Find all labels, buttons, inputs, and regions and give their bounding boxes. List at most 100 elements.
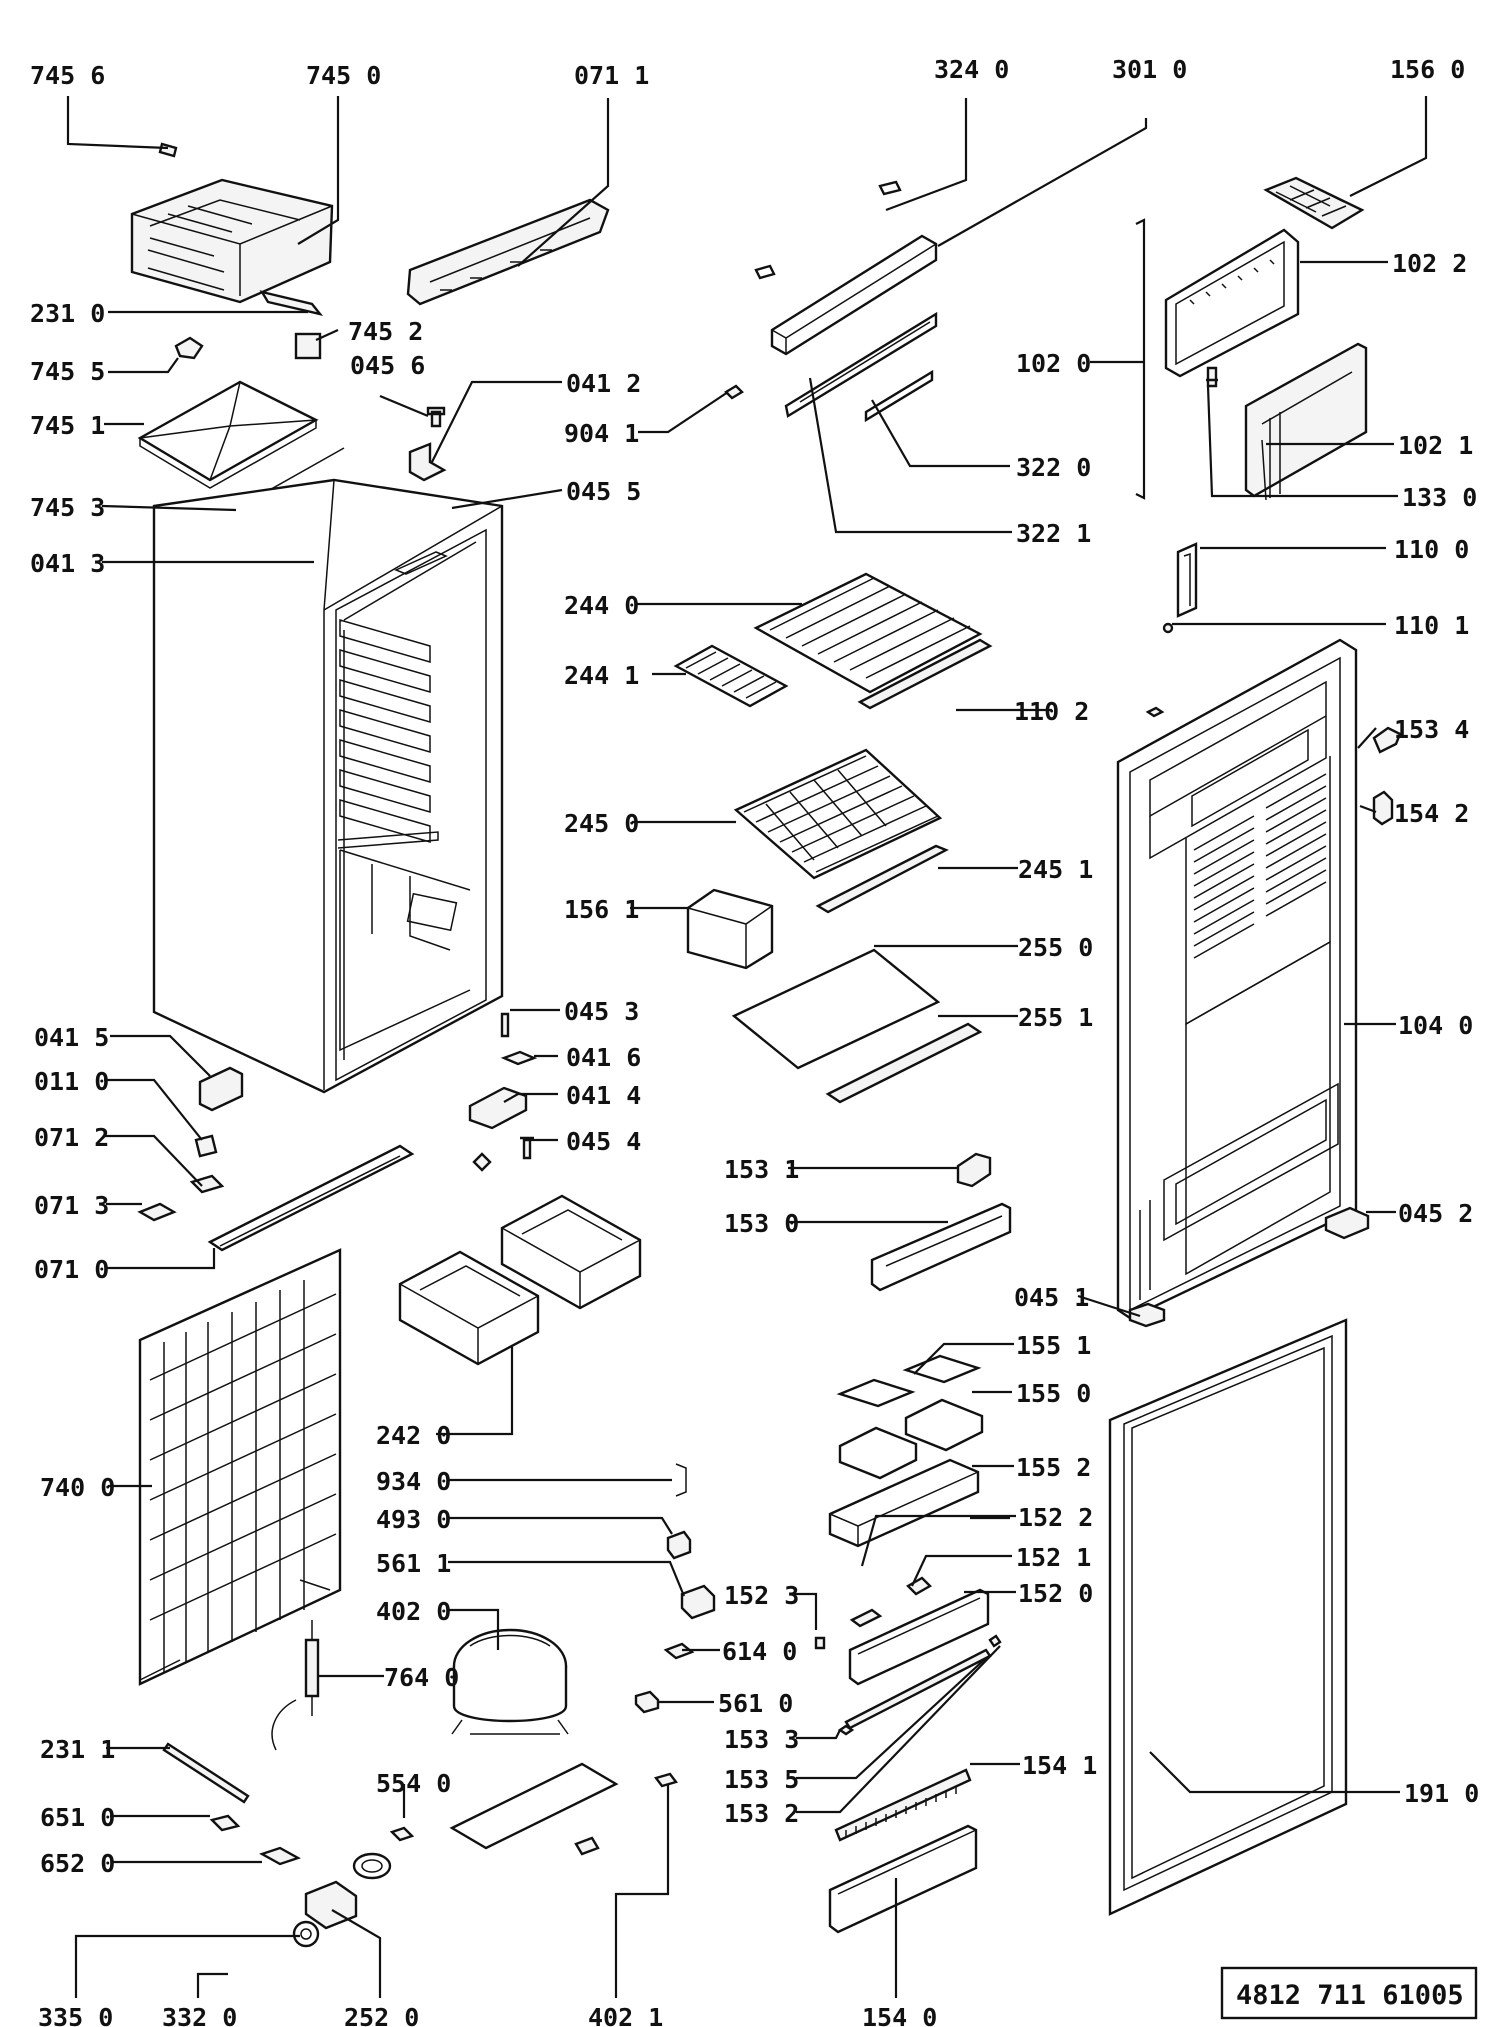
label-4020: 402 0	[376, 1597, 451, 1626]
label-1535: 153 5	[724, 1765, 799, 1794]
part-1522	[849, 1608, 883, 1628]
label-2311: 231 1	[40, 1735, 115, 1764]
hinge-0452	[1324, 1206, 1370, 1240]
label-0416: 041 6	[566, 1043, 641, 1072]
label-1551: 155 1	[1016, 1331, 1091, 1360]
label-0454: 045 4	[566, 1127, 641, 1156]
screw-1523	[814, 1636, 826, 1650]
label-3350: 335 0	[38, 2003, 113, 2027]
grille-strip-1541	[834, 1768, 972, 1842]
freezer-flap-1021	[1244, 342, 1368, 501]
label-7456: 745 6	[30, 61, 105, 90]
label-1040: 104 0	[1398, 1011, 1473, 1040]
hinge-0412	[408, 442, 447, 482]
label-1530: 153 0	[724, 1209, 799, 1238]
spring-5540	[352, 1826, 415, 1880]
label-3240: 324 0	[934, 55, 1009, 84]
label-2441: 244 1	[564, 661, 639, 690]
label-2550: 255 0	[1018, 933, 1093, 962]
label-6520: 652 0	[40, 1849, 115, 1878]
label-0713: 071 3	[34, 1191, 109, 1220]
relay-4930	[666, 1530, 692, 1560]
label-1541: 154 1	[1022, 1751, 1097, 1780]
label-0414: 041 4	[566, 1081, 641, 1110]
door-1040	[1116, 638, 1358, 1320]
label-1100: 110 0	[1394, 535, 1469, 564]
hinge-1534	[1372, 726, 1402, 754]
label-5611: 561 1	[376, 1549, 451, 1578]
label-1910: 191 0	[1404, 1779, 1479, 1808]
label-1534: 153 4	[1394, 715, 1469, 744]
label-2440: 244 0	[564, 591, 639, 620]
label-0451: 045 1	[1014, 1283, 1089, 1312]
label-1561: 156 1	[564, 895, 639, 924]
label-1021: 102 1	[1398, 431, 1473, 460]
knob-2520	[304, 1880, 358, 1930]
screw-1102	[1145, 706, 1165, 718]
bracket-bottom	[449, 1762, 619, 1850]
bottom-bin-1520	[848, 1588, 990, 1686]
label-1540: 154 0	[862, 2003, 937, 2027]
glass-trim-2551	[825, 1022, 983, 1104]
door-bar-1100	[1176, 542, 1198, 618]
label-0455: 045 5	[566, 477, 641, 506]
label-4021: 402 1	[588, 2003, 663, 2027]
label-0453: 045 3	[564, 997, 639, 1026]
cabinet-body	[152, 478, 504, 1094]
crisper-drawers-2420	[398, 1194, 642, 1366]
label-1542: 154 2	[1394, 799, 1469, 828]
clip-9340	[675, 1463, 687, 1497]
label-7453: 745 3	[30, 493, 105, 522]
label-1521: 152 1	[1016, 1543, 1091, 1572]
label-0412: 041 2	[566, 369, 641, 398]
label-1550: 155 0	[1016, 1379, 1091, 1408]
label-2551: 255 1	[1018, 1003, 1093, 1032]
screw-0456	[426, 406, 446, 428]
label-6140: 614 0	[722, 1637, 797, 1666]
door-gasket-1910	[1108, 1318, 1348, 1916]
clip-7455	[174, 336, 204, 360]
screw-0453	[500, 1012, 510, 1038]
knob-0110	[194, 1134, 218, 1158]
reference-box: 4812 711 61005	[1220, 1966, 1478, 2020]
kick-plate-1540	[828, 1824, 978, 1934]
label-2420: 242 0	[376, 1421, 451, 1450]
shelf-trim-2451	[815, 844, 949, 914]
label-3221: 322 1	[1016, 519, 1091, 548]
screw-7456	[158, 142, 178, 158]
label-7400: 740 0	[40, 1473, 115, 1502]
label-0456: 045 6	[350, 351, 425, 380]
label-1022: 102 2	[1392, 249, 1467, 278]
label-3320: 332 0	[162, 2003, 237, 2027]
bottom-rail-0710	[207, 1144, 415, 1252]
knob-1531	[956, 1152, 992, 1188]
part-labels: 745 6 745 0 071 1 324 0 301 0 156 0 231 …	[30, 55, 1479, 2027]
label-2520: 252 0	[344, 2003, 419, 2027]
label-0711: 071 1	[574, 61, 649, 90]
clip-0713	[137, 1202, 177, 1222]
label-7452: 745 2	[348, 317, 423, 346]
label-0413: 041 3	[30, 549, 105, 578]
label-1533: 153 3	[724, 1725, 799, 1754]
egg-trays-1551	[836, 1354, 982, 1408]
screw-small	[472, 1152, 492, 1172]
label-1102: 110 2	[1014, 697, 1089, 726]
label-9041: 904 1	[564, 419, 639, 448]
label-1330: 133 0	[1402, 483, 1477, 512]
shelf-2441	[673, 644, 789, 708]
ice-tray-1560	[1263, 176, 1365, 230]
label-1522: 152 2	[1018, 1503, 1093, 1532]
label-6510: 651 0	[40, 1803, 115, 1832]
hinge-1542	[1372, 790, 1394, 826]
plate-0416	[500, 1050, 538, 1066]
shelf-2450	[733, 748, 943, 880]
drier-7640	[304, 1638, 320, 1698]
label-4930: 493 0	[376, 1505, 451, 1534]
condenser-7400	[138, 1248, 342, 1686]
label-1020: 102 0	[1016, 349, 1091, 378]
small-bins-1550	[838, 1398, 984, 1480]
label-2310: 231 0	[30, 299, 105, 328]
label-1531: 153 1	[724, 1155, 799, 1184]
light-bar-3010	[754, 234, 938, 356]
screw-1101	[1162, 622, 1174, 634]
